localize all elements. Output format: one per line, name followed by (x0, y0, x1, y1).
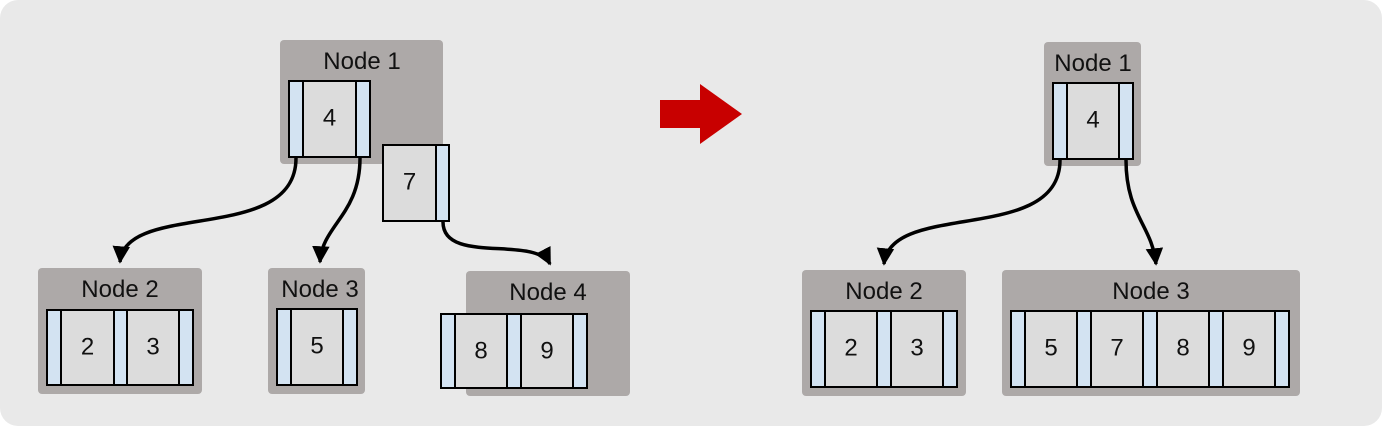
key-value: 4 (1086, 106, 1099, 133)
after-node-2: Node 2 2 3 (802, 270, 966, 396)
node-title: Node 2 (81, 276, 158, 303)
node-title: Node 1 (323, 48, 400, 75)
key-value: 8 (474, 337, 487, 364)
key-value: 2 (844, 334, 857, 361)
key-value: 2 (81, 333, 94, 360)
key-value: 5 (310, 332, 323, 359)
key-value: 7 (1110, 334, 1123, 361)
node-title: Node 3 (1112, 278, 1189, 305)
key-value: 5 (1044, 334, 1057, 361)
key-value: 4 (323, 104, 336, 131)
edge-orphan-node4 (441, 221, 552, 266)
node-title: Node 1 (1054, 50, 1131, 77)
key-value: 3 (910, 334, 923, 361)
node-title: Node 2 (845, 278, 922, 305)
edge-after-node1-node3 (1124, 159, 1164, 266)
before-node-3: Node 3 5 (268, 268, 365, 394)
edge-after-node1-node2 (876, 159, 1062, 266)
node-title: Node 3 (281, 276, 358, 303)
right-arrow-icon (660, 84, 742, 144)
before-node-2: Node 2 2 3 (38, 268, 202, 394)
before-node-4: Node 4 8 9 (440, 271, 630, 396)
before-node-1: Node 1 4 (280, 40, 443, 164)
key-value: 8 (1176, 334, 1189, 361)
after-node-3: Node 3 5 7 8 9 (1002, 270, 1300, 396)
after-node-1: Node 1 4 (1044, 42, 1141, 166)
key-value: 9 (540, 337, 553, 364)
orphan-key-7: 7 (382, 144, 450, 222)
key-value: 7 (403, 168, 416, 195)
edge-node1-node2 (112, 157, 298, 264)
edge-node1-node3 (312, 157, 362, 264)
node-title: Node 4 (509, 279, 586, 306)
key-value: 3 (146, 333, 159, 360)
key-value: 9 (1242, 334, 1255, 361)
